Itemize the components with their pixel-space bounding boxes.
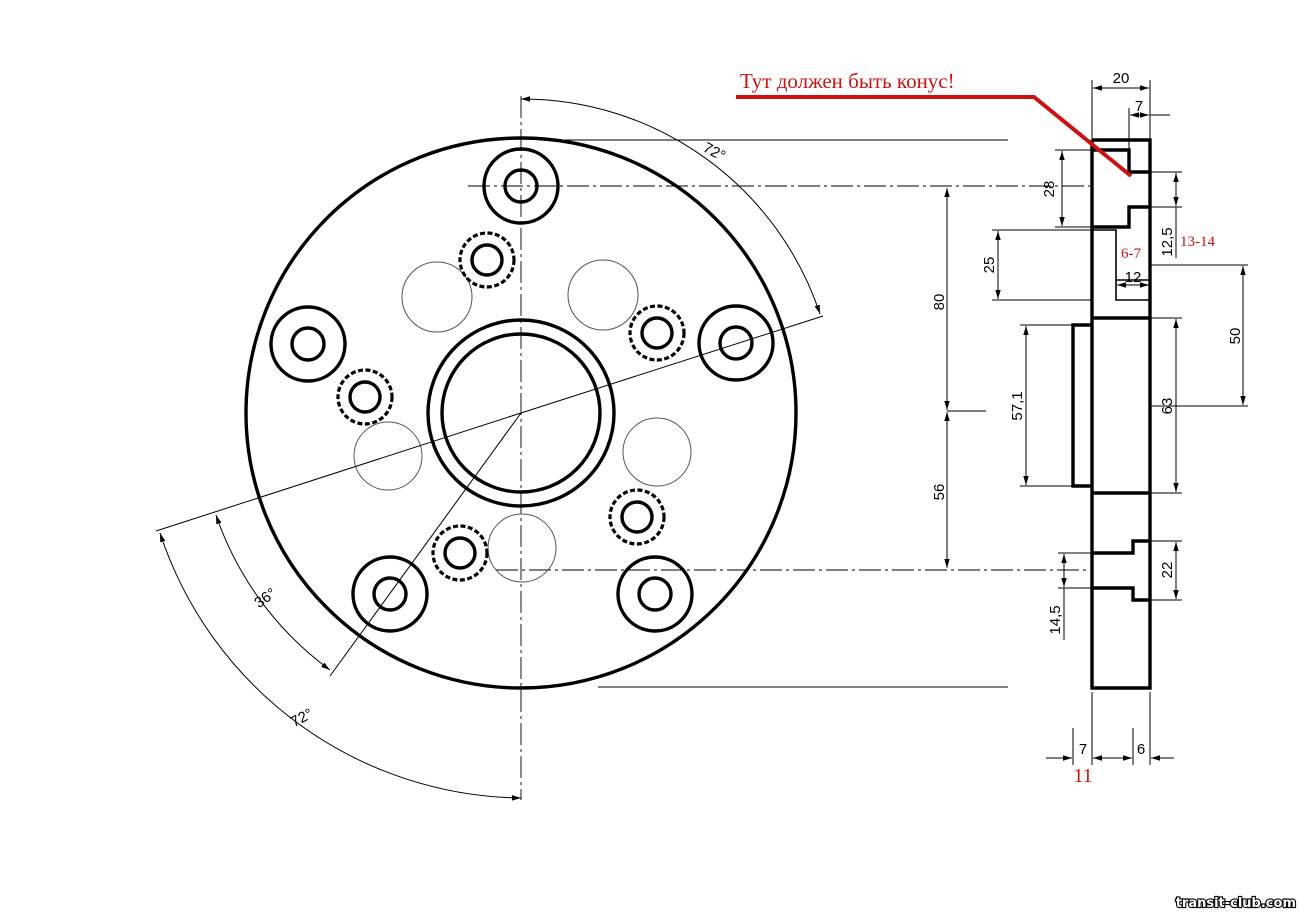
hidden-hole-1 xyxy=(401,261,473,333)
annotation-cone-range: 13-14 xyxy=(1180,234,1215,250)
side-view: 20 7 28 25 12,5 xyxy=(981,70,1248,765)
svg-text:50: 50 xyxy=(1227,328,1244,345)
hub-recess-circle xyxy=(426,318,616,508)
angle-ray-left xyxy=(155,412,522,532)
svg-text:22: 22 xyxy=(1159,562,1176,579)
svg-text:12,5: 12,5 xyxy=(1159,227,1176,256)
counterbored-hole-bottom-right xyxy=(616,555,694,633)
svg-text:7: 7 xyxy=(1079,741,1087,758)
dimension-14-5: 14,5 xyxy=(1047,552,1092,640)
angle-ray-bottom xyxy=(329,412,522,677)
hidden-hole-4 xyxy=(622,417,692,487)
threaded-hole-3 xyxy=(336,368,394,426)
dimension-25: 25 xyxy=(981,229,1092,301)
annotation-bottom-value: 11 xyxy=(1073,765,1092,787)
hidden-hole-3 xyxy=(353,421,423,491)
angle-arc-72-top xyxy=(520,96,821,315)
front-view: 72° 36° 72° 80 56 xyxy=(155,96,1090,801)
dimension-7-bottom: 7 xyxy=(1046,692,1116,765)
hidden-hole-2 xyxy=(567,259,639,331)
red-annotations: Тут должен быть конус! 13-14 6-7 11 xyxy=(736,69,1215,787)
dimension-12: 12 xyxy=(1117,269,1149,288)
angle-arc-72-bottom xyxy=(159,532,522,801)
dimension-80: 80 xyxy=(931,188,986,412)
dimension-63: 63 xyxy=(1150,317,1182,494)
svg-text:12: 12 xyxy=(1125,269,1142,286)
watermark: transit-club.com xyxy=(1176,896,1296,911)
dimension-28: 28 xyxy=(1041,149,1092,228)
dimension-7-top: 7 xyxy=(1128,98,1170,150)
annotation-note: Тут должен быть конус! xyxy=(740,69,955,93)
angle-label-72-bottom: 72° xyxy=(288,705,316,731)
dimension-56: 56 xyxy=(931,412,950,568)
svg-text:25: 25 xyxy=(981,257,998,274)
dimension-50: 50 xyxy=(1150,264,1248,407)
threaded-hole-2 xyxy=(628,304,686,362)
angle-label-36: 36° xyxy=(251,585,279,612)
counterbored-hole-right xyxy=(697,304,775,382)
angle-label-72-top: 72° xyxy=(700,139,728,165)
dimension-20: 20 xyxy=(1091,70,1151,140)
hidden-hole-5 xyxy=(487,513,557,583)
svg-text:56: 56 xyxy=(931,484,948,501)
threaded-hole-4 xyxy=(608,488,666,546)
stud-hole-bottom xyxy=(1092,586,1150,602)
annotation-pocket-depth: 6-7 xyxy=(1121,246,1141,262)
dimension-12-5: 12,5 xyxy=(1150,171,1182,258)
counterbore-bottom-step xyxy=(1092,205,1150,229)
stud-hole-top xyxy=(1092,539,1150,555)
svg-text:6: 6 xyxy=(1137,741,1145,758)
flange-outline xyxy=(1090,138,1152,690)
svg-text:20: 20 xyxy=(1113,70,1130,87)
dimension-6: 6 xyxy=(1110,692,1174,765)
svg-text:14,5: 14,5 xyxy=(1047,605,1064,634)
svg-text:80: 80 xyxy=(931,294,948,311)
threaded-hole-1 xyxy=(458,231,516,289)
svg-text:57,1: 57,1 xyxy=(1009,391,1026,420)
center-bore-circle xyxy=(440,332,602,494)
counterbored-hole-left xyxy=(269,305,347,383)
angle-ray-72-top xyxy=(520,315,824,414)
dimension-22: 22 xyxy=(1150,540,1182,601)
hub-spigot xyxy=(1071,323,1092,488)
annotation-leader-line xyxy=(736,95,1133,178)
dimension-57-1: 57,1 xyxy=(1009,324,1073,487)
svg-text:28: 28 xyxy=(1041,181,1058,198)
svg-text:63: 63 xyxy=(1159,398,1176,415)
svg-text:7: 7 xyxy=(1135,98,1143,115)
threaded-hole-5 xyxy=(431,524,489,582)
pocket-outline xyxy=(1092,229,1150,301)
counterbore-top-step xyxy=(1092,148,1150,174)
